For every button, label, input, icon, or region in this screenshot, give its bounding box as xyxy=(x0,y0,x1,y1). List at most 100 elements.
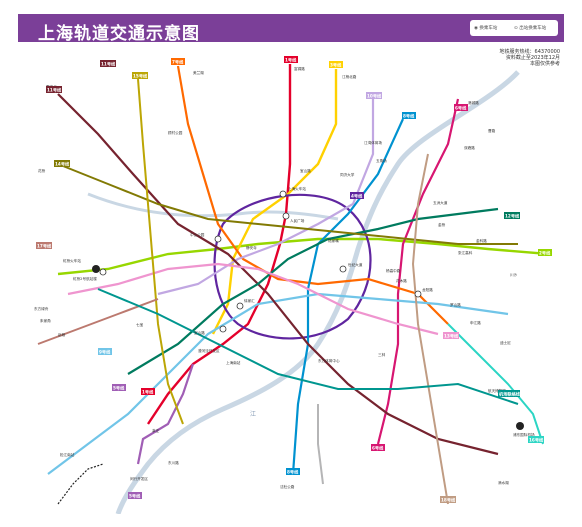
station-zhongshan-park[interactable]: 中山公园 xyxy=(190,232,205,237)
tag-line5-south-text: 5号线 xyxy=(129,493,141,500)
tag-line10-text: 10号线 xyxy=(367,93,382,100)
station-fujinlu[interactable]: 富锦路 xyxy=(294,66,305,71)
line-6 xyxy=(376,98,460,445)
station-meilan[interactable]: 美兰湖 xyxy=(193,70,204,75)
tag-line5-south[interactable]: 5号线 xyxy=(128,492,142,500)
tag-line14-text: 14号线 xyxy=(55,161,70,168)
tag-line8-south[interactable]: 8号线 xyxy=(286,468,300,476)
station-baoshan[interactable]: 宝山路 xyxy=(300,168,311,173)
station-caolu[interactable]: 曹路 xyxy=(488,128,496,133)
hub-shanghai-rs[interactable] xyxy=(279,190,287,198)
station-shendu[interactable]: 沈杜公路 xyxy=(280,484,295,489)
tag-line2[interactable]: 2号线 xyxy=(538,249,552,257)
station-chuansha[interactable]: 川沙 xyxy=(510,272,518,277)
tag-line4[interactable]: 4号线 xyxy=(350,192,364,200)
hub-hongqiao-airport[interactable] xyxy=(92,265,100,273)
station-songjiang[interactable]: 松江南站 xyxy=(60,452,75,457)
tag-line14[interactable]: 14号线 xyxy=(54,160,70,168)
hub-century-ave[interactable] xyxy=(339,265,347,273)
station-minhang[interactable]: 闵行开发区 xyxy=(130,476,148,481)
station-shanghai-rs[interactable]: 上海火车站 xyxy=(288,186,306,191)
tag-line18-text: 18号线 xyxy=(441,497,456,504)
station-zhujiajiao[interactable]: 朱家角 xyxy=(40,318,51,323)
station-gucun[interactable]: 顾村公园 xyxy=(168,130,183,135)
hub-hongqiao[interactable] xyxy=(99,268,107,276)
line-16 xyxy=(447,323,544,445)
station-lujiazui[interactable]: 陆家嘴 xyxy=(328,238,339,243)
out-transfer-legend-label: 出站换乘车站 xyxy=(519,26,547,31)
station-caohejing[interactable]: 漕河泾开发区 xyxy=(198,348,220,353)
station-dongchuan[interactable]: 东川路 xyxy=(168,460,179,465)
tag-line17[interactable]: 17号线 xyxy=(36,242,52,250)
station-jingan[interactable]: 静安寺 xyxy=(246,245,257,250)
tag-line6-north[interactable]: 6号线 xyxy=(454,104,468,112)
tag-line1-south[interactable]: 1号线 xyxy=(141,388,155,396)
station-dishui[interactable]: 滴水湖 xyxy=(498,480,509,485)
station-xinzhuang[interactable]: 莘庄 xyxy=(152,428,160,433)
station-qibao[interactable]: 七宝 xyxy=(136,322,144,327)
station-huamu[interactable]: 花木路 xyxy=(396,278,407,283)
station-yishan[interactable]: 宜山路 xyxy=(194,330,205,335)
tag-line9[interactable]: 9号线 xyxy=(98,348,112,356)
station-qingpu[interactable]: 东方绿舟 xyxy=(34,306,49,311)
station-xujiahui[interactable]: 徐家汇 xyxy=(244,298,255,303)
tag-line16[interactable]: 16号线 xyxy=(528,436,544,444)
tag-line3-north-text: 3号线 xyxy=(330,62,342,69)
hub-longyang[interactable] xyxy=(414,290,422,298)
tag-line11-north[interactable]: 11号线 xyxy=(100,60,116,68)
station-aerospace[interactable]: 航天博物馆 xyxy=(488,388,506,393)
station-jiangyang[interactable]: 江杨北路 xyxy=(342,74,357,79)
line-3 xyxy=(211,69,338,335)
station-shenjiang[interactable]: 申江路 xyxy=(470,320,481,325)
station-wujiaochang[interactable]: 五角场 xyxy=(376,158,387,163)
station-jiangwan[interactable]: 江湾体育场 xyxy=(364,140,382,145)
station-pudong-airport[interactable]: 浦东国际机场 xyxy=(513,432,535,437)
station-disney[interactable]: 迪士尼 xyxy=(500,340,511,345)
station-wuzhou[interactable]: 五洲大道 xyxy=(433,200,448,205)
station-tongji[interactable]: 同济大学 xyxy=(340,172,355,177)
tag-line1-north[interactable]: 1号线 xyxy=(284,56,298,64)
tag-line10[interactable]: 10号线 xyxy=(366,92,382,100)
tag-line17-text: 17号线 xyxy=(37,243,52,250)
station-jinqiao[interactable]: 金桥 xyxy=(438,222,446,227)
station-huaqiao[interactable]: 花桥 xyxy=(38,168,46,173)
hub-peoples-square[interactable] xyxy=(282,212,290,220)
station-jinke[interactable]: 金科路 xyxy=(476,238,487,243)
hub-yishan[interactable] xyxy=(219,325,227,333)
station-shanghai-south[interactable]: 上海南站 xyxy=(226,360,241,365)
station-hongqiao2[interactable]: 虹桥2号航站楼 xyxy=(73,276,97,281)
tag-line12[interactable]: 12号线 xyxy=(504,212,520,220)
tag-line18[interactable]: 18号线 xyxy=(440,496,456,504)
tag-line13[interactable]: 13号线 xyxy=(443,332,459,340)
transfer-hubs xyxy=(92,190,524,430)
hub-zhongshan-park[interactable] xyxy=(214,235,222,243)
station-shuangfeng[interactable]: 双峰路 xyxy=(464,145,475,150)
tag-line6-south[interactable]: 6号线 xyxy=(371,444,385,452)
station-zhaoxiang[interactable]: 赵巷 xyxy=(58,332,66,337)
planned-line xyxy=(57,463,104,505)
station-yanggao[interactable]: 杨高中路 xyxy=(386,268,401,273)
out-transfer-legend: ⊙ 出站换乘车站 xyxy=(514,26,547,31)
station-oriental[interactable]: 东方体育中心 xyxy=(318,358,340,363)
station-hongqiao-rs[interactable]: 虹桥火车站 xyxy=(63,258,81,263)
station-luoshan[interactable]: 罗山路 xyxy=(450,302,461,307)
station-sanlin[interactable]: 三林 xyxy=(378,352,386,357)
station-century-ave[interactable]: 世纪大道 xyxy=(348,262,363,267)
tag-line5[interactable]: 5号线 xyxy=(112,384,126,392)
tag-line16-text: 16号线 xyxy=(529,437,544,444)
tag-line1-south-text: 1号线 xyxy=(142,389,154,396)
station-gangcheng[interactable]: 港城路 xyxy=(468,100,479,105)
tag-line8-south-text: 8号线 xyxy=(287,469,299,476)
line-8 xyxy=(291,118,405,475)
tag-airport-link[interactable]: 机场联络线 xyxy=(498,390,521,398)
station-zhangjiang[interactable]: 张江高科 xyxy=(458,250,473,255)
tag-line15[interactable]: 15号线 xyxy=(132,72,148,80)
hub-xujiahui[interactable] xyxy=(236,302,244,310)
tag-line3-north[interactable]: 3号线 xyxy=(329,61,343,69)
tag-line8-north[interactable]: 8号线 xyxy=(402,112,416,120)
tag-line11-west[interactable]: 11号线 xyxy=(46,86,62,94)
station-longyang[interactable]: 龙阳路 xyxy=(422,287,433,292)
station-peoples-sq[interactable]: 人民广场 xyxy=(290,218,305,223)
hub-pudong-airport[interactable] xyxy=(516,422,524,430)
tag-line7-north[interactable]: 7号线 xyxy=(171,58,185,66)
